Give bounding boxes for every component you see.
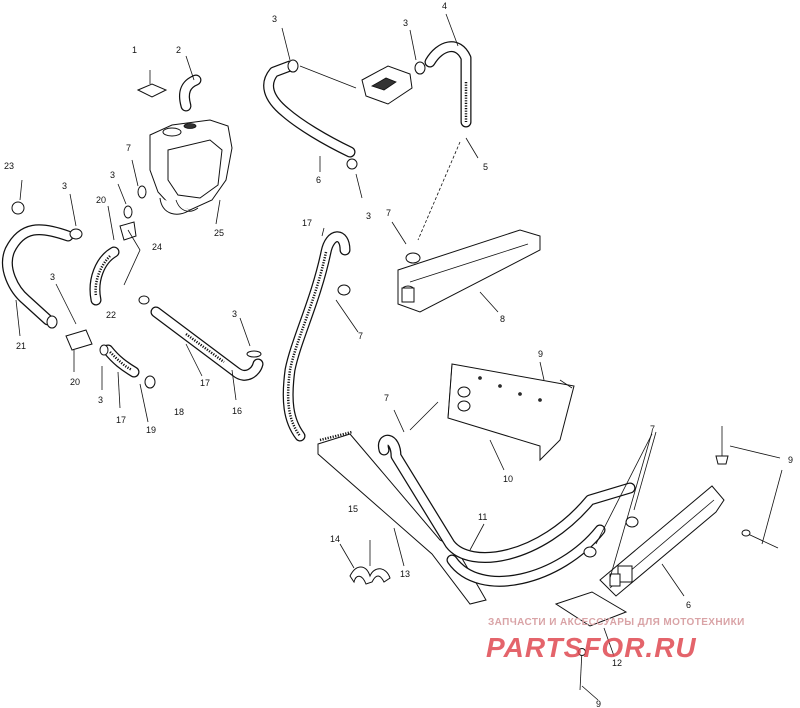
label-21: 21 bbox=[16, 341, 26, 351]
plate-12 bbox=[554, 591, 628, 627]
reservoir-cap bbox=[136, 83, 168, 98]
hose-22 bbox=[89, 246, 120, 306]
clamp-14 bbox=[349, 540, 391, 585]
label-9a: 9 bbox=[538, 349, 543, 359]
label-6: 6 bbox=[316, 175, 321, 185]
label-11: 11 bbox=[478, 512, 487, 522]
label-22: 22 bbox=[106, 310, 116, 320]
heater-core-hose-19 bbox=[99, 344, 156, 389]
label-24: 24 bbox=[152, 242, 162, 252]
label-9c: 9 bbox=[596, 699, 601, 708]
leader-lines bbox=[15, 13, 783, 701]
label-7b: 7 bbox=[358, 331, 363, 341]
label-3e: 3 bbox=[110, 170, 115, 180]
label-19: 19 bbox=[146, 425, 156, 435]
label-3d: 3 bbox=[62, 181, 67, 191]
heat-exchanger-10 bbox=[447, 363, 575, 462]
hose-16 bbox=[138, 295, 264, 381]
clamps-left bbox=[11, 185, 147, 329]
label-8: 8 bbox=[500, 314, 505, 324]
label-14: 14 bbox=[330, 534, 340, 544]
hose-17-long bbox=[282, 231, 351, 442]
label-4: 4 bbox=[442, 1, 447, 11]
bolt-9-right bbox=[715, 426, 779, 549]
hose-11 bbox=[377, 434, 636, 587]
label-3f: 3 bbox=[50, 272, 55, 282]
bracket-6 bbox=[583, 485, 725, 597]
label-18: 18 bbox=[174, 407, 184, 417]
coolant-reservoir bbox=[149, 119, 233, 215]
coolant-manifold-8 bbox=[397, 229, 541, 313]
label-7a: 7 bbox=[386, 208, 391, 218]
label-6b: 6 bbox=[686, 600, 691, 610]
label-2: 2 bbox=[176, 45, 181, 55]
hose-4-5 bbox=[424, 41, 472, 128]
label-20a: 20 bbox=[96, 195, 106, 205]
label-3h: 3 bbox=[232, 309, 237, 319]
tee-fitting-24 bbox=[119, 221, 141, 286]
label-13: 13 bbox=[400, 569, 410, 579]
label-1: 1 bbox=[132, 45, 137, 55]
label-25: 25 bbox=[214, 228, 224, 238]
watermark-brand: PARTSFOR.RU bbox=[486, 632, 697, 663]
label-15: 15 bbox=[348, 504, 358, 514]
label-5: 5 bbox=[483, 162, 488, 172]
label-17a: 17 bbox=[302, 218, 312, 228]
label-17c: 17 bbox=[200, 378, 210, 388]
hose-6 bbox=[263, 59, 358, 170]
label-7c: 7 bbox=[126, 143, 131, 153]
label-16: 16 bbox=[232, 406, 242, 416]
label-3b: 3 bbox=[403, 18, 408, 28]
label-7e: 7 bbox=[650, 424, 655, 434]
label-3c: 3 bbox=[366, 211, 371, 221]
label-3g: 3 bbox=[98, 395, 103, 405]
label-12: 12 bbox=[612, 658, 622, 668]
label-3a: 3 bbox=[272, 14, 277, 24]
rail-13 bbox=[317, 430, 487, 605]
hose-21 bbox=[1, 224, 83, 326]
thermostat-housing bbox=[361, 61, 426, 105]
bolt-9-lower bbox=[578, 648, 586, 691]
label-7d: 7 bbox=[384, 393, 389, 403]
label-10: 10 bbox=[503, 474, 513, 484]
label-9b: 9 bbox=[788, 455, 793, 465]
watermark-caption: ЗАПЧАСТИ И АКСЕССУАРЫ ДЛЯ МОТОТЕХНИКИ bbox=[488, 617, 745, 628]
callout-labels: 1 2 3 3 4 5 6 3 7 23 3 7 3 20 24 25 17 2… bbox=[4, 1, 793, 708]
label-23: 23 bbox=[4, 161, 14, 171]
label-17b: 17 bbox=[116, 415, 126, 425]
fitting-20-lower bbox=[65, 329, 93, 351]
label-20b: 20 bbox=[70, 377, 80, 387]
watermark: ЗАПЧАСТИ И АКСЕССУАРЫ ДЛЯ МОТОТЕХНИКИ PA… bbox=[486, 617, 745, 663]
reservoir-vent-hose bbox=[178, 74, 202, 112]
